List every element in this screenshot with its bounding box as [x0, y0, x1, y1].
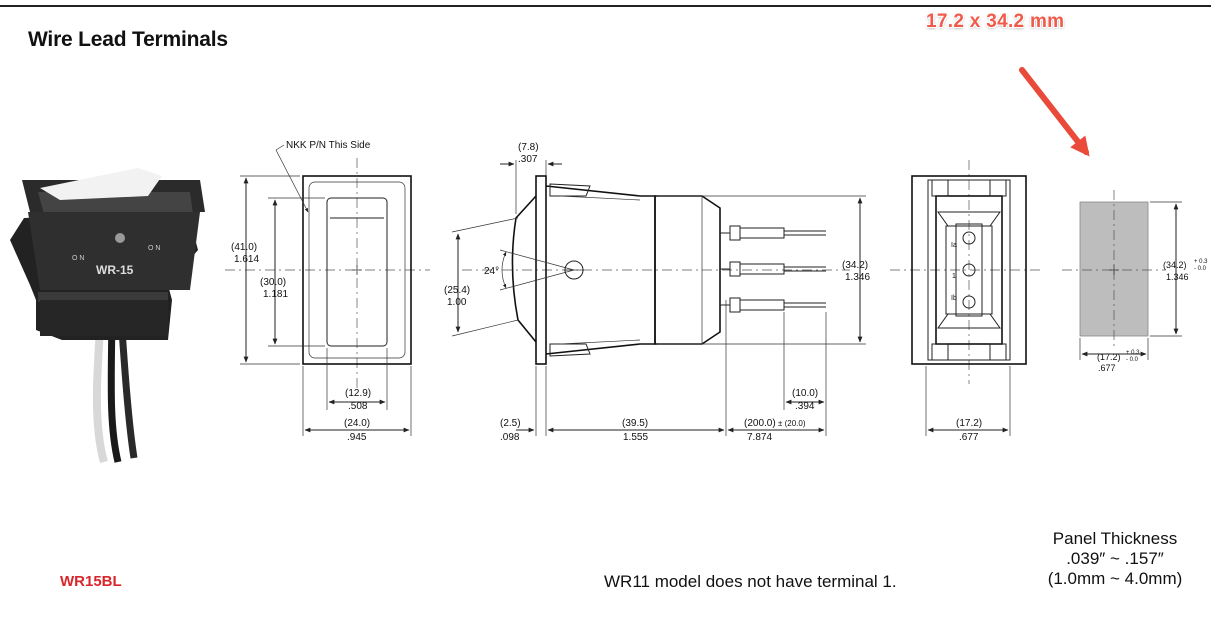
switch-photo: WR-15 O N O N — [10, 168, 205, 464]
side-lead-l-mm: (200.0) — [744, 418, 776, 429]
side-top-mm: (7.8) — [518, 142, 539, 153]
cutout-h-tol-minus: - 0.0 — [1194, 266, 1207, 272]
terminal-note: WR11 model does not have terminal 1. — [604, 572, 897, 591]
front-inner-w-in: .508 — [348, 401, 368, 412]
page-title: Wire Lead Terminals — [28, 28, 228, 51]
top-rule — [0, 5, 1211, 7]
rear-width-in: .677 — [959, 432, 979, 443]
side-body-h-mm: (34.2) — [842, 260, 868, 271]
rear-term-a: Ia — [951, 242, 957, 249]
side-lead-sp-mm: (10.0) — [792, 388, 818, 399]
panel-cutout: (34.2) + 0.3 - 0.0 1.346 (17.2) + 0.3 - … — [1062, 190, 1208, 373]
front-view: NKK P/N This Side (41.0) 1.614 (30.0) 1.… — [225, 140, 430, 443]
rear-term-b: Ib — [951, 295, 957, 302]
side-rocker-mm: (25.4) — [444, 285, 470, 296]
side-body-l-mm: (39.5) — [622, 418, 648, 429]
front-pn-note: NKK P/N This Side — [286, 140, 371, 151]
rear-view: Ia 1 Ib (17.2) .677 — [890, 160, 1042, 443]
part-number: WR15BL — [60, 573, 122, 590]
cutout-w-tol-plus: + 0.3 — [1126, 350, 1140, 356]
panel-thickness-mm: (1.0mm ~ 4.0mm) — [1047, 569, 1183, 588]
front-inner-h-mm: (30.0) — [260, 277, 286, 288]
side-body-h-in: 1.346 — [845, 272, 870, 283]
cutout-width-in: .677 — [1098, 363, 1116, 373]
side-rocker-in: 1.00 — [447, 297, 467, 308]
photo-model-label: WR-15 — [96, 263, 134, 277]
side-lead-l-in: 7.874 — [747, 432, 772, 443]
side-flange-in: .098 — [500, 432, 520, 443]
panel-thickness: Panel Thickness .039″ ~ .157″ (1.0mm ~ 4… — [1030, 529, 1200, 589]
cutout-height-in: 1.346 — [1166, 272, 1189, 282]
size-callout: 17.2 x 34.2 mm — [926, 11, 1065, 32]
photo-on-left: O N — [72, 255, 84, 262]
side-lead-sp-in: .394 — [795, 401, 815, 412]
photo-on-right: O N — [148, 245, 160, 252]
front-width-in: .945 — [347, 432, 367, 443]
cutout-height-mm: (34.2) — [1163, 260, 1187, 270]
front-height-mm: (41.0) — [231, 242, 257, 253]
cutout-w-tol-minus: - 0.0 — [1126, 357, 1139, 363]
front-height-in: 1.614 — [234, 254, 259, 265]
panel-thickness-heading: Panel Thickness — [1052, 529, 1178, 548]
side-lead-tol: ± (20.0) — [778, 419, 806, 428]
rear-term-1: 1 — [952, 273, 956, 280]
front-width-mm: (24.0) — [344, 418, 370, 429]
cutout-width-mm: (17.2) — [1097, 352, 1121, 362]
panel-thickness-inch: .039″ ~ .157″ — [1066, 549, 1164, 568]
callout-arrow — [1019, 67, 1090, 157]
side-angle: 24° — [484, 266, 499, 277]
cutout-h-tol-plus: + 0.3 — [1194, 259, 1208, 265]
front-inner-w-mm: (12.9) — [345, 388, 371, 399]
front-inner-h-in: 1.181 — [263, 289, 288, 300]
rear-width-mm: (17.2) — [956, 418, 982, 429]
side-top-in: .307 — [518, 154, 538, 165]
side-view: (7.8) .307 24° (25.4) 1.00 (34.2) 1.346 … — [444, 142, 870, 443]
side-flange-mm: (2.5) — [500, 418, 521, 429]
side-body-l-in: 1.555 — [623, 432, 648, 443]
